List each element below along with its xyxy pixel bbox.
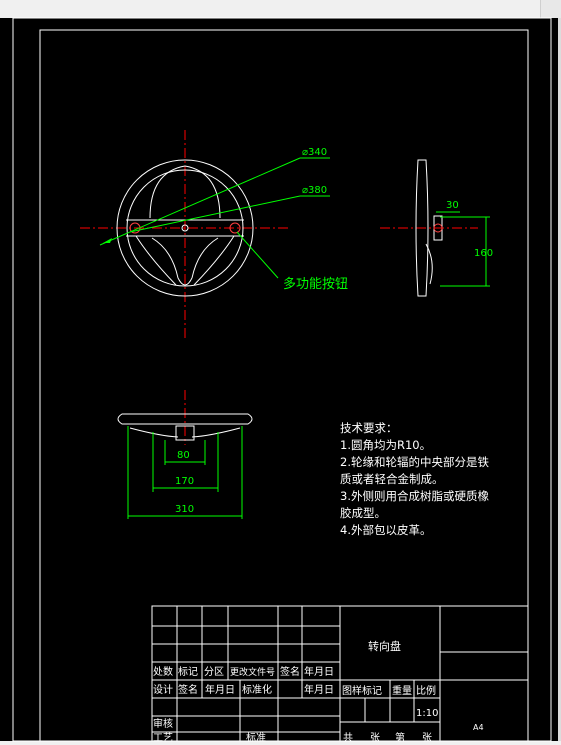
dim-leader-380 (129, 195, 301, 233)
window-top-bar (0, 0, 561, 18)
side-spoke (425, 243, 433, 285)
notes-title: 技术要求： (340, 421, 398, 435)
design-row: 设计 签名 年月日 标准化 年月日 (153, 683, 334, 696)
lower-spoke-inner (151, 237, 219, 279)
svg-text:标记: 标记 (178, 666, 198, 678)
svg-text:比例: 比例 (416, 684, 436, 697)
svg-text:年月日: 年月日 (304, 665, 334, 678)
lower-spokes (135, 235, 235, 286)
change-row: 处数 标记 分区 更改文件号 签名 年月日 (153, 665, 334, 678)
svg-text:设计: 设计 (153, 683, 173, 696)
rim-inner (126, 169, 244, 287)
side-view: 30 160 (380, 159, 493, 297)
side-button (433, 223, 443, 233)
front-view: ⌀340 ⌀380 多功能按钮 (80, 130, 348, 338)
plan-rim (117, 413, 253, 425)
note-line: 4.外部包以皮革。 (340, 523, 432, 537)
rim-outer (116, 159, 254, 297)
sheet-count-row: 共 张 第 张 (343, 731, 432, 744)
vertical-scrollbar[interactable] (558, 18, 561, 741)
callout-leader (236, 231, 279, 279)
callout-label: 多功能按钮 (283, 276, 348, 292)
part-name: 转向盘 (368, 639, 401, 653)
svg-text:年月日: 年月日 (304, 683, 334, 696)
svg-text:签名: 签名 (178, 683, 198, 696)
paper-size: A4 (473, 723, 484, 732)
note-line: 2.轮缘和轮辐的中央部分是铁 (340, 455, 489, 469)
scale-value: 1:10 (416, 708, 438, 719)
sheet-inner-frame (39, 29, 529, 742)
svg-text:更改文件号: 更改文件号 (230, 666, 275, 678)
svg-text:年月日: 年月日 (205, 683, 235, 696)
dim-label-170: 170 (175, 476, 194, 487)
svg-text:张: 张 (422, 732, 432, 744)
standard-label: 标准 (246, 732, 266, 744)
title-block (151, 605, 529, 742)
note-line: 1.圆角均为R10。 (340, 438, 432, 452)
svg-text:图样标记: 图样标记 (342, 684, 382, 697)
note-line: 质或者轻合金制成。 (340, 472, 444, 486)
sheet-outer-border (12, 17, 552, 742)
svg-text:处数: 处数 (153, 665, 173, 678)
right-button (229, 222, 241, 234)
dim-label-380: ⌀380 (302, 185, 327, 196)
scrollbar-corner[interactable] (540, 0, 561, 18)
process-label: 工艺 (153, 732, 173, 744)
plan-spoke (129, 427, 241, 438)
svg-text:第: 第 (395, 731, 405, 744)
svg-text:重量: 重量 (392, 684, 412, 697)
dim-label-310: 310 (175, 504, 194, 515)
svg-text:标准化: 标准化 (242, 683, 272, 696)
svg-text:签名: 签名 (280, 665, 300, 678)
plan-hub (175, 425, 195, 441)
review-label: 审核 (153, 717, 173, 730)
dim-label-30: 30 (446, 200, 459, 211)
technical-requirements: 技术要求： 1.圆角均为R10。 2.轮缘和轮辐的中央部分是铁 质或者轻合金制成… (340, 420, 489, 539)
window-bottom-bar (0, 741, 561, 745)
dim-label-340: ⌀340 (302, 147, 327, 158)
dim-leader-340 (99, 157, 301, 246)
hub-center (181, 224, 189, 232)
note-line: 胶成型。 (340, 506, 386, 520)
note-line: 3.外侧则用合成树脂或硬质橡 (340, 489, 489, 503)
dim-label-160: 160 (474, 248, 493, 259)
bottom-spoke-join (177, 277, 193, 286)
plan-view: 80 170 310 (117, 390, 253, 519)
svg-text:共: 共 (343, 732, 353, 744)
svg-text:张: 张 (370, 732, 380, 744)
attribute-headers: 图样标记 重量 比例 (342, 684, 436, 697)
svg-text:分区: 分区 (204, 666, 224, 678)
dim-label-80: 80 (177, 450, 190, 461)
side-rim (415, 159, 429, 297)
